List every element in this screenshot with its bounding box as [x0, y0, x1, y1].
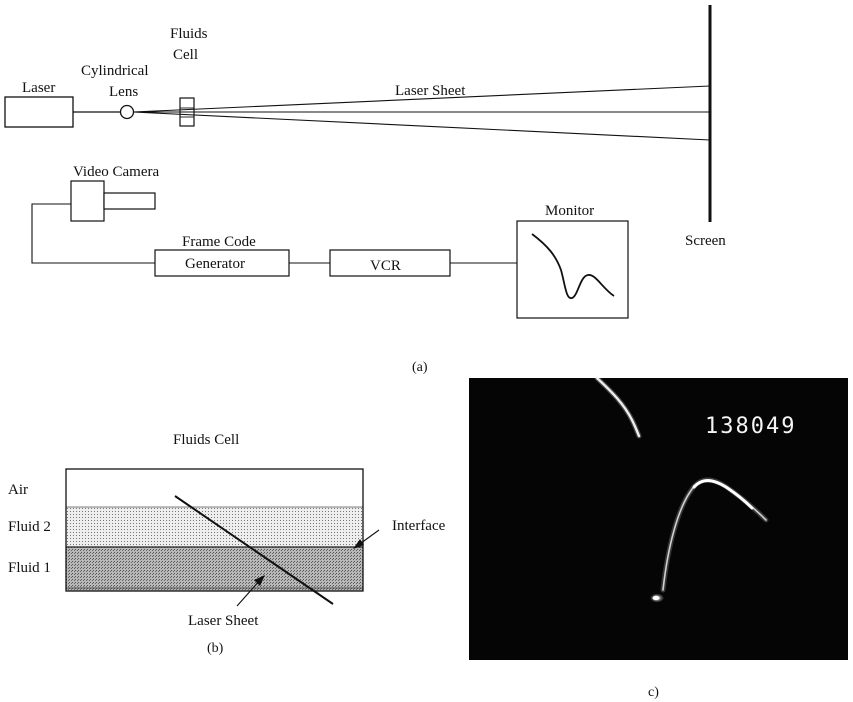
- lens-label: Lens: [109, 84, 138, 100]
- panel-b: Fluids Cell Air Fluid 2 Fluid 1 Interfac…: [8, 432, 446, 656]
- fluids-label: Fluids: [170, 26, 208, 42]
- fluid1-label: Fluid 1: [8, 560, 51, 576]
- laser-box: [5, 97, 73, 127]
- frame-code-label: Frame Code: [182, 234, 256, 250]
- air-layer: [66, 469, 363, 507]
- caption-b: (b): [207, 641, 224, 656]
- air-label: Air: [8, 482, 28, 498]
- interface-label: Interface: [392, 518, 446, 534]
- caption-c: c): [648, 685, 659, 700]
- cell-label: Cell: [173, 47, 198, 63]
- video-camera-lens: [104, 193, 155, 209]
- panel-a: Laser Cylindrical Lens Fluids Cell Laser…: [5, 5, 726, 375]
- video-camera-label: Video Camera: [73, 164, 159, 180]
- screen-label: Screen: [685, 233, 726, 249]
- fluid1-layer: [66, 547, 363, 591]
- vcr-label: VCR: [370, 258, 401, 274]
- cylindrical-label: Cylindrical: [81, 63, 149, 79]
- laser-label: Laser: [22, 80, 55, 96]
- generator-label: Generator: [185, 256, 245, 272]
- monitor-label: Monitor: [545, 203, 594, 219]
- bright-spot-core: [653, 596, 660, 600]
- laser-sheet-lower-ray: [133, 112, 710, 140]
- frame-code-readout: 138049: [705, 414, 796, 439]
- fluid2-label: Fluid 2: [8, 519, 51, 535]
- panel-c: 138049 c): [469, 378, 848, 700]
- laser-sheet-label-b: Laser Sheet: [188, 613, 259, 629]
- fluids-cell-title: Fluids Cell: [173, 432, 239, 448]
- fluid2-layer: [66, 507, 363, 547]
- video-camera-body: [71, 181, 104, 221]
- laser-sheet-label: Laser Sheet: [395, 83, 466, 99]
- caption-a: (a): [412, 360, 428, 375]
- cylindrical-lens: [121, 106, 134, 119]
